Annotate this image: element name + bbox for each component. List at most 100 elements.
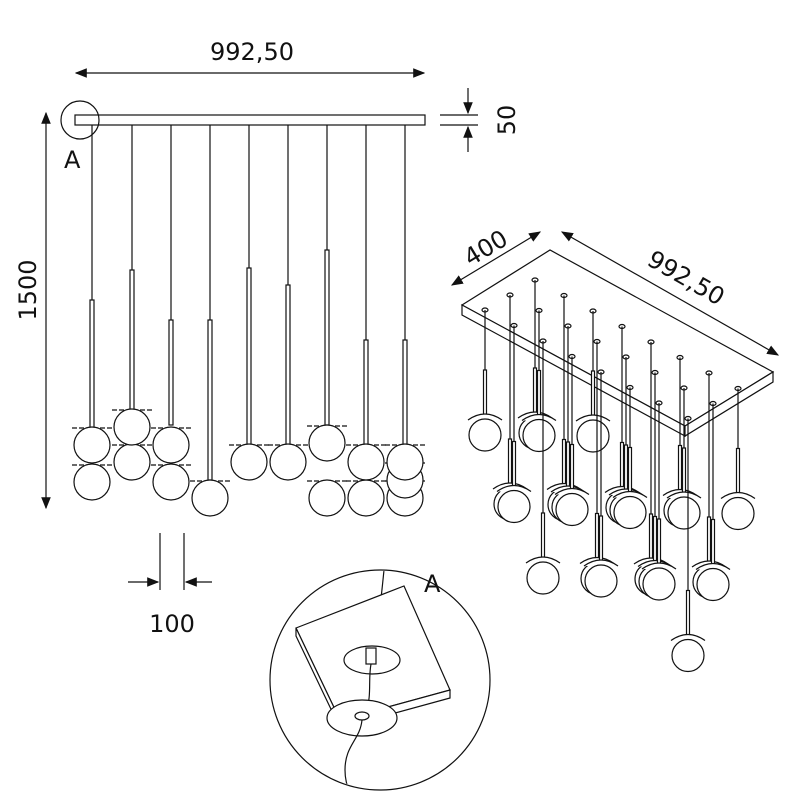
rod bbox=[561, 438, 567, 486]
glass-ball bbox=[347, 479, 385, 517]
rod bbox=[168, 319, 174, 426]
iso-pendant bbox=[525, 338, 561, 595]
pendant bbox=[190, 125, 230, 517]
rod bbox=[619, 441, 625, 489]
bar-height-label: 50 bbox=[493, 105, 521, 136]
rod bbox=[681, 447, 687, 494]
glass-ball bbox=[308, 424, 346, 462]
isometric-view: 400 992,50 bbox=[450, 224, 780, 673]
glass-ball bbox=[152, 463, 190, 501]
glass-ball bbox=[152, 426, 190, 464]
rod bbox=[532, 367, 538, 414]
bar-height-dimension: 50 bbox=[440, 88, 521, 152]
glass-ball bbox=[113, 443, 151, 481]
detail-circle bbox=[269, 569, 491, 791]
iso-pendant bbox=[583, 369, 619, 598]
rod bbox=[207, 319, 213, 481]
front-view: 992,50 A 50 1500 100 bbox=[14, 38, 521, 638]
width-dimension-label: 992,50 bbox=[210, 38, 294, 66]
detail-view-a: A bbox=[269, 569, 491, 791]
glass-ball bbox=[526, 561, 560, 595]
rod bbox=[402, 339, 408, 446]
pendant bbox=[385, 125, 425, 517]
rod bbox=[652, 515, 658, 563]
detail-a-circle bbox=[60, 100, 100, 140]
rod bbox=[129, 269, 135, 411]
detail-a-marker: A bbox=[64, 146, 81, 174]
rod bbox=[685, 589, 691, 637]
rod bbox=[569, 443, 575, 491]
shade bbox=[641, 562, 677, 570]
rod bbox=[89, 299, 95, 431]
iso-pendant bbox=[467, 307, 503, 452]
glass-ball bbox=[576, 419, 610, 453]
iso-pendant bbox=[554, 353, 590, 527]
glass-ball bbox=[347, 443, 385, 481]
iso-width-dimension-line bbox=[560, 231, 780, 356]
iso-pendant bbox=[666, 385, 702, 530]
glass-ball bbox=[468, 418, 502, 452]
rod bbox=[590, 370, 596, 417]
iso-pendant bbox=[695, 400, 731, 602]
iso-pendants bbox=[467, 277, 756, 673]
rod bbox=[540, 512, 546, 559]
spacing-label: 100 bbox=[149, 610, 195, 638]
glass-ball bbox=[230, 443, 268, 481]
shade bbox=[496, 484, 532, 492]
front-pendants bbox=[72, 125, 425, 517]
rod bbox=[324, 249, 330, 426]
spacing-dimension: 100 bbox=[128, 533, 212, 638]
pendant bbox=[268, 125, 308, 481]
glass-ball bbox=[642, 567, 676, 601]
pendant bbox=[151, 125, 191, 501]
glass-ball bbox=[671, 638, 705, 673]
shade bbox=[720, 491, 756, 499]
glass-ball bbox=[522, 418, 556, 453]
iso-plate bbox=[460, 249, 775, 438]
glass-ball bbox=[721, 496, 755, 531]
rod bbox=[656, 518, 662, 565]
depth-dimension-line bbox=[450, 231, 542, 286]
shade bbox=[666, 491, 702, 499]
iso-width-label: 992,50 bbox=[643, 245, 730, 311]
shade bbox=[467, 413, 503, 421]
rod bbox=[565, 441, 571, 488]
pendant bbox=[346, 125, 386, 517]
rod bbox=[285, 284, 291, 446]
shade bbox=[695, 562, 731, 570]
shade bbox=[612, 490, 648, 498]
iso-pendant bbox=[496, 322, 532, 524]
shade bbox=[554, 487, 590, 495]
glass-ball bbox=[191, 479, 229, 517]
rod bbox=[594, 512, 600, 560]
rod bbox=[710, 518, 716, 566]
ceiling-hole bbox=[343, 645, 401, 675]
rod bbox=[735, 447, 741, 495]
cable-bottom bbox=[344, 719, 363, 789]
rod bbox=[363, 339, 369, 446]
glass-ball bbox=[73, 426, 111, 464]
pendant bbox=[72, 125, 112, 501]
glass-ball bbox=[555, 492, 589, 527]
pendant bbox=[229, 125, 269, 481]
shade bbox=[521, 413, 557, 421]
rod bbox=[623, 444, 629, 491]
shade bbox=[583, 559, 619, 567]
rod bbox=[246, 267, 252, 446]
glass-ball bbox=[696, 567, 730, 602]
rod bbox=[627, 446, 633, 494]
glass-ball bbox=[73, 463, 111, 501]
rod bbox=[536, 369, 542, 417]
shade bbox=[525, 556, 561, 564]
rod bbox=[511, 440, 517, 488]
height-label: 1500 bbox=[14, 259, 42, 320]
glass-ball bbox=[584, 564, 618, 598]
shade bbox=[670, 633, 706, 641]
glass-ball bbox=[667, 496, 701, 530]
iso-pendant bbox=[670, 415, 706, 673]
ceiling-bar bbox=[74, 114, 426, 126]
glass-ball bbox=[269, 443, 307, 481]
glass-ball bbox=[386, 443, 424, 481]
